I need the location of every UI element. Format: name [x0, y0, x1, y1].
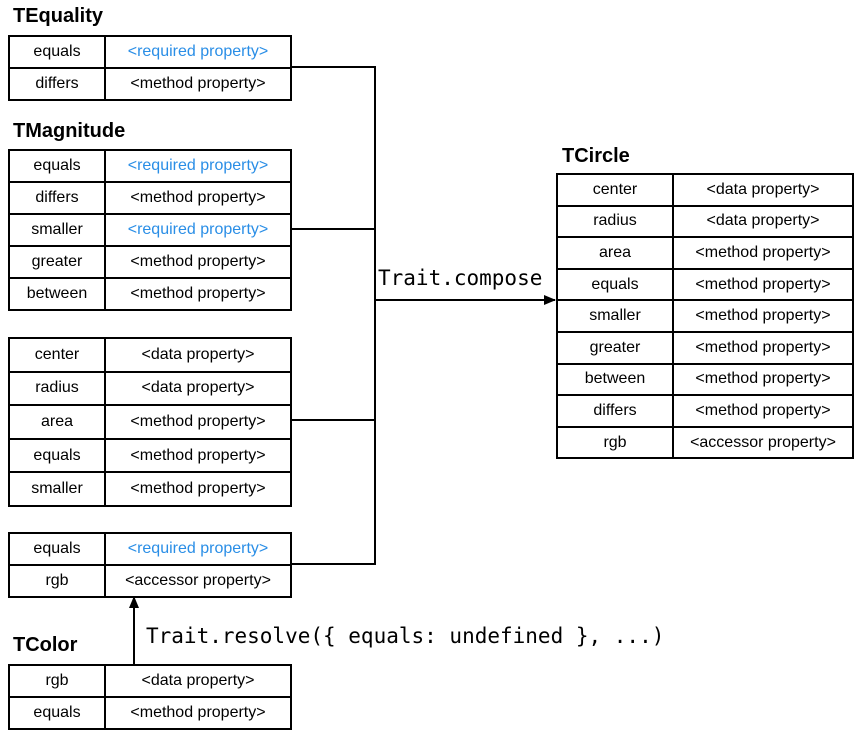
property-name: equals — [8, 696, 106, 730]
property-name: smaller — [8, 471, 106, 507]
property-kind: <accessor property> — [672, 425, 854, 460]
property-name: smaller — [556, 299, 674, 333]
property-name: rgb — [556, 425, 674, 460]
table-row: radius<data property> — [556, 204, 854, 239]
property-name: greater — [8, 245, 106, 279]
property-name: center — [8, 337, 106, 373]
property-name: area — [8, 404, 106, 440]
table-row: area<method property> — [556, 236, 854, 270]
property-name: differs — [8, 181, 106, 215]
table-row: center<data property> — [8, 337, 292, 373]
table-row: equals<method property> — [8, 696, 292, 730]
property-name: between — [8, 277, 106, 311]
tcolor-title: TColor — [13, 634, 78, 656]
table-row: equals<method property> — [556, 267, 854, 302]
tequality-table: equals<required property>differs<method … — [8, 35, 292, 101]
property-name: radius — [556, 204, 674, 239]
table-row: smaller<method property> — [8, 471, 292, 507]
circle-local-table: center<data property>radius<data propert… — [8, 337, 292, 507]
property-kind: <required property> — [104, 532, 292, 566]
property-kind: <data property> — [104, 664, 292, 698]
table-row: rgb<data property> — [8, 664, 292, 698]
property-name: equals — [556, 267, 674, 302]
property-kind: <method property> — [104, 277, 292, 311]
property-name: smaller — [8, 213, 106, 247]
table-row: area<method property> — [8, 404, 292, 440]
table-row: center<data property> — [556, 173, 854, 207]
table-row: smaller<required property> — [8, 213, 292, 247]
property-kind: <data property> — [104, 337, 292, 373]
property-name: equals — [8, 149, 106, 183]
property-kind: <method property> — [672, 299, 854, 333]
property-name: equals — [8, 437, 106, 474]
tcircle-table: center<data property>radius<data propert… — [556, 173, 854, 460]
property-kind: <method property> — [672, 362, 854, 397]
property-name: rgb — [8, 664, 106, 698]
property-kind: <method property> — [104, 696, 292, 730]
table-row: rgb<accessor property> — [556, 425, 854, 460]
property-kind: <method property> — [104, 245, 292, 279]
table-row: greater<method property> — [556, 330, 854, 365]
property-kind: <method property> — [104, 181, 292, 215]
compose-label: Trait.compose — [378, 266, 543, 290]
property-kind: <method property> — [672, 394, 854, 428]
tmagnitude-table: equals<required property>differs<method … — [8, 149, 292, 311]
table-row: greater<method property> — [8, 245, 292, 279]
property-name: radius — [8, 370, 106, 407]
property-name: equals — [8, 35, 106, 69]
property-kind: <data property> — [672, 204, 854, 239]
property-kind: <required property> — [104, 35, 292, 69]
property-name: between — [556, 362, 674, 397]
property-kind: <method property> — [672, 330, 854, 365]
property-kind: <method property> — [104, 437, 292, 474]
table-row: differs<method property> — [556, 394, 854, 428]
tcircle-title: TCircle — [562, 145, 630, 167]
table-row: between<method property> — [556, 362, 854, 397]
table-row: differs<method property> — [8, 181, 292, 215]
table-row: equals<required property> — [8, 35, 292, 69]
table-row: equals<required property> — [8, 149, 292, 183]
property-name: rgb — [8, 564, 106, 598]
property-name: center — [556, 173, 674, 207]
property-kind: <method property> — [672, 267, 854, 302]
table-row: radius<data property> — [8, 370, 292, 407]
property-name: greater — [556, 330, 674, 365]
property-kind: <method property> — [104, 404, 292, 440]
property-name: equals — [8, 532, 106, 566]
property-kind: <data property> — [672, 173, 854, 207]
tequality-title: TEquality — [13, 5, 104, 27]
table-row: rgb<accessor property> — [8, 564, 292, 598]
property-kind: <required property> — [104, 149, 292, 183]
table-row: differs<method property> — [8, 67, 292, 101]
resolve-label: Trait.resolve({ equals: undefined }, ...… — [146, 624, 665, 648]
property-kind: <method property> — [104, 67, 292, 101]
property-kind: <accessor property> — [104, 564, 292, 598]
table-row: equals<method property> — [8, 437, 292, 474]
color-resolved-table: equals<required property>rgb<accessor pr… — [8, 532, 292, 598]
tcolor-table: rgb<data property>equals<method property… — [8, 664, 292, 730]
property-kind: <method property> — [672, 236, 854, 270]
property-name: area — [556, 236, 674, 270]
property-kind: <required property> — [104, 213, 292, 247]
property-name: differs — [556, 394, 674, 428]
tmagnitude-title: TMagnitude — [13, 120, 126, 142]
property-kind: <method property> — [104, 471, 292, 507]
table-row: equals<required property> — [8, 532, 292, 566]
property-name: differs — [8, 67, 106, 101]
table-row: smaller<method property> — [556, 299, 854, 333]
property-kind: <data property> — [104, 370, 292, 407]
table-row: between<method property> — [8, 277, 292, 311]
